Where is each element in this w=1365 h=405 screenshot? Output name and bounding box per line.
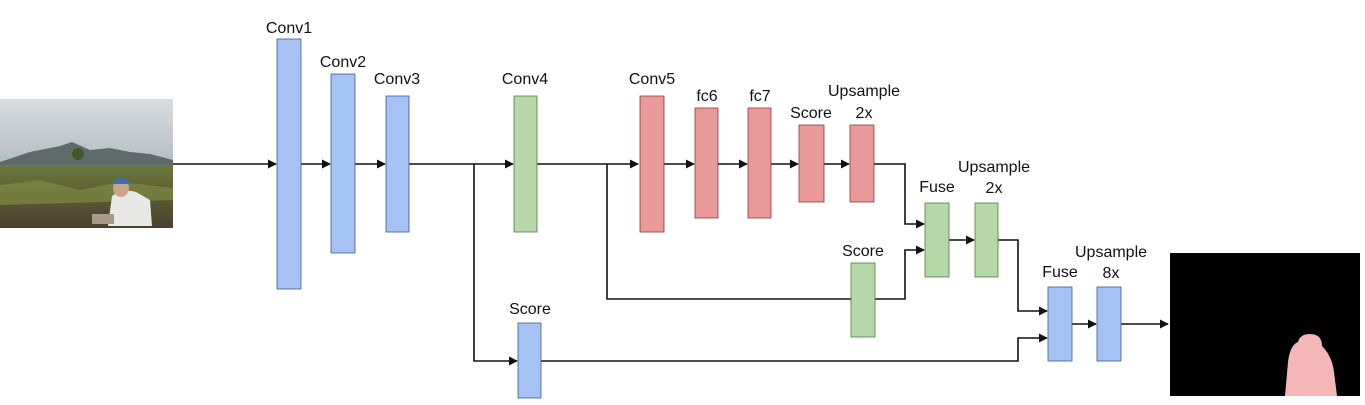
layer-labels: Conv1 Conv2 Conv3 Conv4 Conv5 fc6 fc7 Sc… [266, 20, 1147, 318]
input-photo [0, 99, 173, 228]
upsample-2x-block-top [849, 124, 875, 203]
upsample-top-label-2: 2x [856, 105, 873, 122]
conv5-label: Conv5 [629, 71, 675, 88]
edge-score-fuse2 [541, 333, 1048, 362]
fuse-block-mid [924, 202, 950, 278]
score-top-label: Score [790, 105, 832, 122]
fuse-right-label: Fuse [1042, 264, 1078, 281]
upsample-8x-block [1096, 286, 1122, 362]
fc7-block [747, 107, 772, 219]
upsample-top-label-1: Upsample [828, 83, 900, 100]
conv2-block [330, 73, 356, 254]
fc7-label: fc7 [749, 88, 770, 105]
score-bottom-label: Score [509, 301, 551, 318]
fuse-block-right [1047, 286, 1073, 362]
upsample-right-label-1: Upsample [1075, 244, 1147, 261]
conv3-block [385, 95, 410, 233]
conv3-label: Conv3 [374, 71, 420, 88]
upsample-2x-block-mid [974, 202, 999, 278]
conv1-block [276, 38, 302, 290]
edge-upsample2x-fuse [874, 163, 925, 229]
fc6-block [694, 107, 719, 219]
layer-blocks [276, 38, 1122, 399]
edge-conv4-score-fuse [606, 164, 925, 300]
conv4-block [513, 95, 538, 233]
score-block-bottom [517, 322, 542, 399]
fuse-mid-label: Fuse [919, 179, 955, 196]
conv2-label: Conv2 [320, 54, 366, 71]
conv4-label: Conv4 [502, 71, 548, 88]
score-block-mid [850, 262, 876, 338]
upsample-mid-label-1: Upsample [958, 159, 1030, 176]
fc6-label: fc6 [696, 88, 717, 105]
score-mid-label: Score [842, 243, 884, 260]
output-segmentation [1170, 253, 1360, 396]
upsample-right-label-2: 8x [1103, 265, 1120, 282]
edge-conv3-score [473, 164, 518, 366]
conv1-label: Conv1 [266, 20, 312, 37]
score-block-top [798, 124, 825, 203]
upsample-mid-label-2: 2x [986, 180, 1003, 197]
conv5-block [639, 95, 665, 233]
edge-upsample2x-fuse2 [998, 239, 1048, 316]
connections [173, 159, 1169, 366]
